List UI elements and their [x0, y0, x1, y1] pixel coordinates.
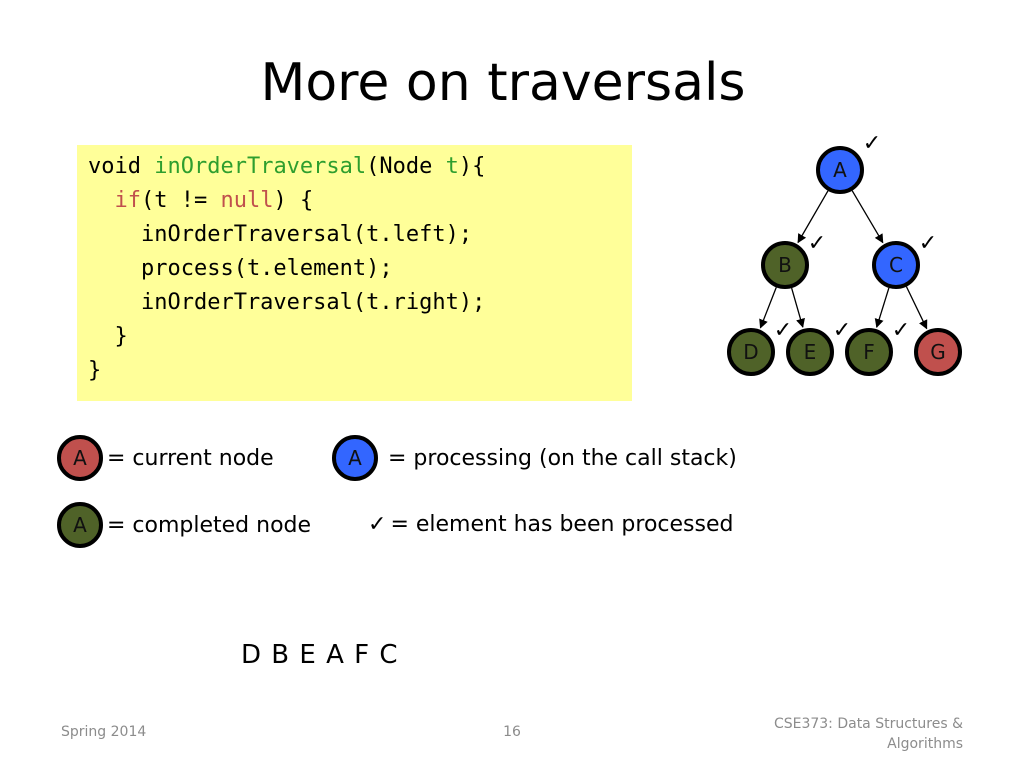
tree-node-label: D — [743, 340, 758, 364]
check-mark-icon: ✓ — [833, 318, 851, 343]
legend-completed-text: = completed node — [107, 512, 312, 538]
code-line-5: inOrderTraversal(t.right); — [88, 290, 486, 315]
tree-node-circle — [845, 328, 893, 376]
legend-current-dot: A — [57, 435, 103, 481]
tree-node-circle — [786, 328, 834, 376]
tree-node-f: F✓ — [845, 318, 910, 376]
tree-node-circle — [872, 241, 920, 289]
legend-current: A = current node — [57, 435, 274, 481]
legend-processed-text: = element has been processed — [390, 512, 734, 537]
tree-node-label: B — [778, 253, 792, 277]
tree-node-g: G — [914, 328, 962, 376]
binary-tree-diagram: A✓B✓C✓D✓E✓F✓G — [727, 131, 962, 376]
check-mark-icon: ✓ — [808, 231, 826, 256]
footer-course-line-2: Algorithms — [887, 736, 963, 752]
tree-node-label: A — [833, 158, 847, 182]
tree-edge-a-b — [797, 190, 829, 244]
footer-date: Spring 2014 — [61, 724, 147, 740]
check-mark-icon: ✓ — [368, 512, 387, 537]
tree-edge-c-g — [905, 286, 928, 330]
traversal-result: D B E A F C — [241, 640, 399, 670]
tree-node-circle — [816, 146, 864, 194]
legend-current-text: = current node — [107, 445, 274, 471]
legend-processing: A = processing (on the call stack) — [332, 435, 737, 481]
legend-completed: A = completed node — [57, 502, 311, 548]
tree-node-c: C✓ — [872, 231, 937, 289]
tree-node-label: G — [930, 340, 946, 364]
legend-processed: ✓ = element has been processed — [368, 512, 733, 537]
tree-node-b: B✓ — [761, 231, 826, 289]
tree-node-e: E✓ — [786, 318, 851, 376]
check-mark-icon: ✓ — [774, 318, 792, 343]
check-mark-icon: ✓ — [892, 318, 910, 343]
tree-node-label: C — [889, 253, 903, 277]
footer-course: CSE373: Data Structures & Algorithms — [723, 714, 963, 754]
tree-node-label: E — [804, 340, 817, 364]
tree-node-circle — [914, 328, 962, 376]
code-block: void inOrderTraversal(Node t){ if(t != n… — [88, 150, 485, 388]
code-line-7: } — [88, 358, 102, 383]
tree-edge-a-c — [851, 190, 884, 244]
tree-node-label: F — [863, 340, 875, 364]
legend-processing-text: = processing (on the call stack) — [388, 445, 737, 471]
code-line-6: } — [88, 324, 128, 349]
legend-completed-dot: A — [57, 502, 103, 548]
code-block-background — [77, 145, 632, 401]
check-mark-icon: ✓ — [863, 131, 881, 156]
slide-number: 16 — [503, 724, 521, 740]
slide-title: More on traversals — [260, 53, 746, 113]
footer-course-line-1: CSE373: Data Structures & — [773, 716, 963, 732]
tree-node-a: A✓ — [816, 131, 881, 194]
check-mark-icon: ✓ — [919, 231, 937, 256]
tree-node-circle — [761, 241, 809, 289]
tree-node-d: D✓ — [727, 318, 792, 376]
tree-edge-b-d — [759, 287, 777, 329]
tree-edge-c-f — [874, 287, 890, 329]
code-line-2: if(t != null) { — [114, 188, 314, 213]
tree-node-circle — [727, 328, 775, 376]
tree-edge-b-e — [791, 287, 805, 328]
code-line-3: inOrderTraversal(t.left); — [88, 222, 473, 247]
code-line-1: void inOrderTraversal(Node t){ — [88, 154, 486, 179]
legend-processing-dot: A — [332, 435, 378, 481]
code-line-4: process(t.element); — [88, 256, 393, 281]
